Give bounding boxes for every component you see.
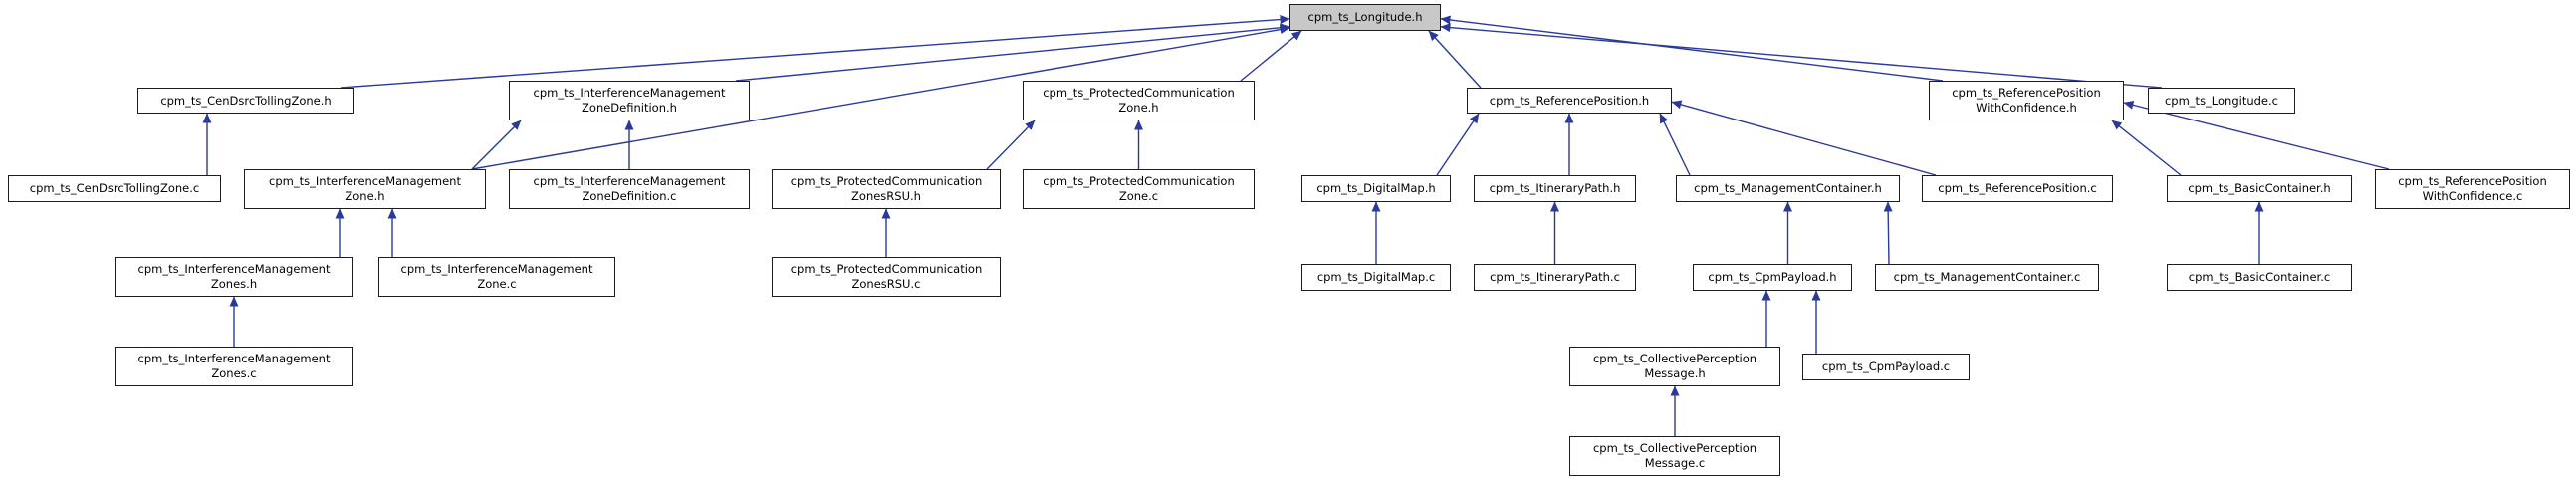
- edge-imz_h-to-imzd_h: [471, 120, 522, 170]
- edge-pczrsu_h-to-pcz_h: [986, 120, 1036, 170]
- node-imzs_c[interactable]: cpm_ts_InterferenceManagement Zones.c: [115, 347, 353, 386]
- node-cen_c[interactable]: cpm_ts_CenDsrcTollingZone.c: [8, 175, 221, 202]
- node-imzs_h[interactable]: cpm_ts_InterferenceManagement Zones.h: [115, 257, 353, 297]
- edge-refpos_h-to-root: [1428, 30, 1482, 89]
- edge-lon_c-to-root: [1440, 23, 2163, 89]
- node-imz_h[interactable]: cpm_ts_InterferenceManagement Zone.h: [244, 169, 486, 209]
- node-rpwc_h[interactable]: cpm_ts_ReferencePosition WithConfidence.…: [1929, 81, 2124, 120]
- node-dmap_c[interactable]: cpm_ts_DigitalMap.c: [1301, 264, 1451, 291]
- edge-rpwc_h-to-root: [1440, 15, 1944, 82]
- edge-imz_h-to-root: [471, 25, 1290, 170]
- node-ipath_h[interactable]: cpm_ts_ItineraryPath.h: [1474, 175, 1636, 202]
- node-cpmpl_h[interactable]: cpm_ts_CpmPayload.h: [1693, 264, 1852, 291]
- node-refpos_h[interactable]: cpm_ts_ReferencePosition.h: [1467, 88, 1672, 114]
- node-rpwc_c[interactable]: cpm_ts_ReferencePosition WithConfidence.…: [2375, 169, 2570, 209]
- edge-dmap_h-to-refpos_h: [1436, 113, 1480, 176]
- node-cpm_c[interactable]: cpm_ts_CollectivePerception Message.c: [1569, 436, 1780, 476]
- edge-imzd_h-to-root: [735, 23, 1290, 82]
- node-lon_c[interactable]: cpm_ts_Longitude.c: [2148, 88, 2295, 114]
- node-cpmpl_c[interactable]: cpm_ts_CpmPayload.c: [1802, 354, 1970, 380]
- edge-rpwc_c-to-rpwc_h: [2123, 100, 2390, 170]
- node-mgmt_h[interactable]: cpm_ts_ManagementContainer.h: [1676, 175, 1900, 202]
- node-imz_c[interactable]: cpm_ts_InterferenceManagement Zone.c: [378, 257, 615, 297]
- node-ipath_c[interactable]: cpm_ts_ItineraryPath.c: [1474, 264, 1636, 291]
- node-basic_h[interactable]: cpm_ts_BasicContainer.h: [2167, 175, 2352, 202]
- edge-refpos_c-to-refpos_h: [1671, 100, 1937, 176]
- node-pcz_c[interactable]: cpm_ts_ProtectedCommunication Zone.c: [1023, 169, 1255, 209]
- node-mgmt_c[interactable]: cpm_ts_ManagementContainer.c: [1875, 264, 2099, 291]
- node-imzd_h[interactable]: cpm_ts_InterferenceManagement ZoneDefini…: [509, 81, 750, 120]
- edge-mgmt_c-to-mgmt_h: [1883, 201, 1893, 265]
- edge-pcz_h-to-root: [1240, 30, 1302, 82]
- node-cen_h[interactable]: cpm_ts_CenDsrcTollingZone.h: [137, 88, 354, 114]
- node-pczrsu_c[interactable]: cpm_ts_ProtectedCommunication ZonesRSU.c: [772, 257, 1001, 297]
- node-pczrsu_h[interactable]: cpm_ts_ProtectedCommunication ZonesRSU.h: [772, 169, 1001, 209]
- node-dmap_h[interactable]: cpm_ts_DigitalMap.h: [1301, 175, 1451, 202]
- node-pcz_h[interactable]: cpm_ts_ProtectedCommunication Zone.h: [1023, 81, 1255, 120]
- node-refpos_c[interactable]: cpm_ts_ReferencePosition.c: [1922, 175, 2113, 202]
- node-root[interactable]: cpm_ts_Longitude.h: [1289, 4, 1441, 31]
- node-basic_c[interactable]: cpm_ts_BasicContainer.c: [2167, 264, 2352, 291]
- node-cpm_h[interactable]: cpm_ts_CollectivePerception Message.h: [1569, 347, 1780, 386]
- edge-cen_h-to-root: [340, 15, 1290, 89]
- edge-mgmt_h-to-refpos_h: [1659, 113, 1691, 176]
- node-imzd_c[interactable]: cpm_ts_InterferenceManagement ZoneDefini…: [509, 169, 750, 209]
- edge-basic_h-to-rpwc_h: [2111, 120, 2182, 176]
